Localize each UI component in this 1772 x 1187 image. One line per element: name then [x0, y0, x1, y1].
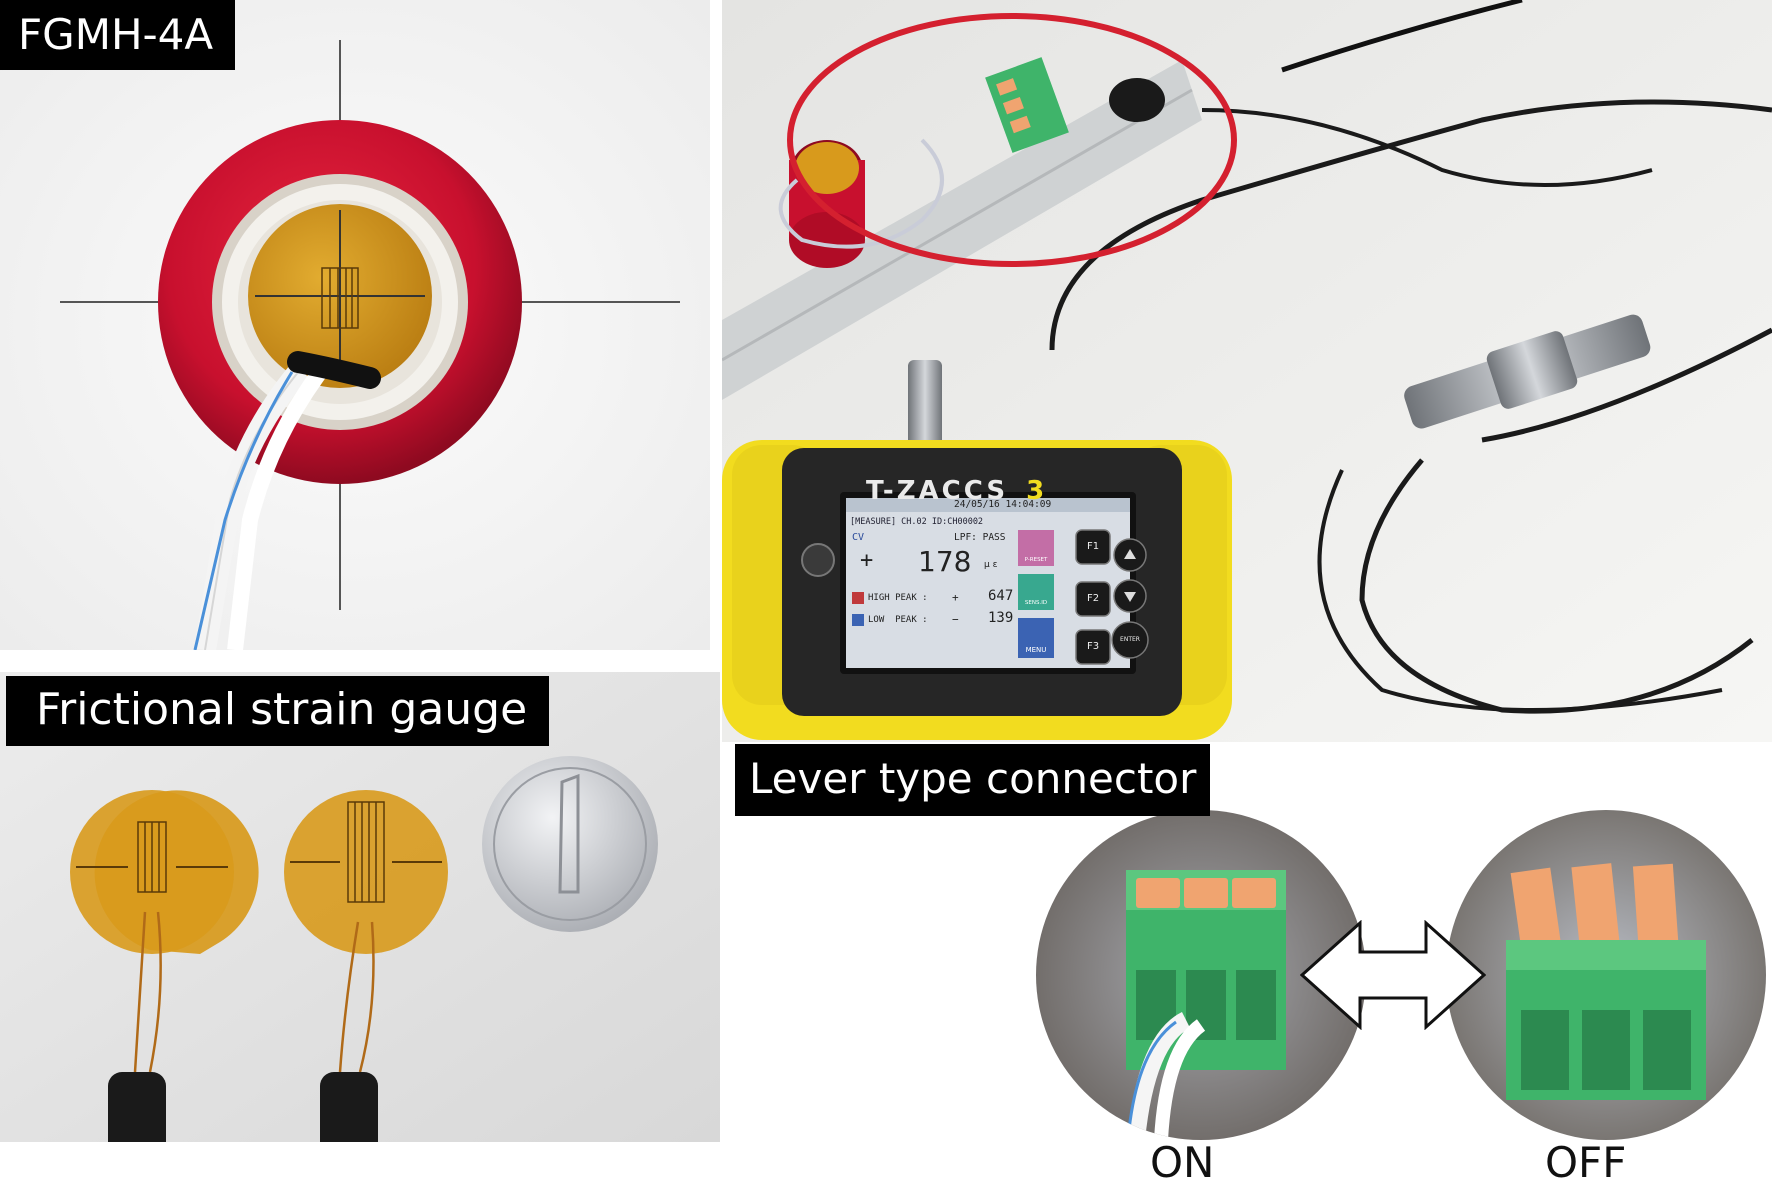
key-f2[interactable]: F2	[1086, 593, 1100, 604]
key-enter[interactable]: ENTER	[1120, 636, 1140, 643]
off-caption: OFF	[1545, 1138, 1627, 1187]
screen-lpf: LPF: PASS	[954, 532, 1006, 543]
double-arrow-icon	[1299, 919, 1487, 1031]
screen-low-peak-label: LOW PEAK :	[868, 615, 928, 625]
fgmh-label: FGMH-4A	[0, 0, 236, 70]
device-photo: T-ZACCS 3 24/05/16 14:04:09 [MEASURE] CH…	[722, 0, 1772, 742]
screen-mode: CV	[852, 532, 865, 543]
on-caption: ON	[1150, 1138, 1215, 1187]
connector-on-photo	[1036, 810, 1366, 1140]
screen-sens-id-button[interactable]: SENS.ID	[1024, 600, 1048, 606]
screen-high-peak-value: 647	[988, 588, 1014, 604]
screen-high-peak-sign: +	[952, 591, 959, 604]
lever-connector-label: Lever type connector	[735, 744, 1211, 816]
key-f3[interactable]: F3	[1086, 641, 1100, 652]
screen-header-line: [MEASURE] CH.02 ID:CH00002	[850, 517, 984, 527]
screen-p-reset-button[interactable]: P-RESET	[1024, 557, 1048, 563]
screen-low-peak-sign: −	[952, 613, 959, 626]
strain-gauge-photo: Frictional strain gauge	[0, 672, 720, 1142]
screen-value: 178	[918, 545, 972, 578]
fgmh-photo: FGMH-4A	[0, 0, 710, 650]
device-brand: T-ZACCS 3	[866, 476, 1047, 506]
screen-datetime: 24/05/16 14:04:09	[954, 499, 1052, 510]
strain-gauge-label: Frictional strain gauge	[6, 676, 550, 746]
screen-sign: +	[860, 548, 874, 573]
device-model-number: 3	[1026, 476, 1048, 506]
key-f1[interactable]: F1	[1086, 541, 1100, 552]
screen-high-peak-label: HIGH PEAK :	[868, 593, 928, 603]
screen-unit: μ ε	[984, 560, 998, 570]
device-brand-text: T-ZACCS	[866, 476, 1009, 506]
screen-low-peak-value: 139	[988, 610, 1014, 626]
screen-menu-button[interactable]: MENU	[1025, 646, 1047, 654]
connector-off-photo	[1446, 810, 1766, 1140]
